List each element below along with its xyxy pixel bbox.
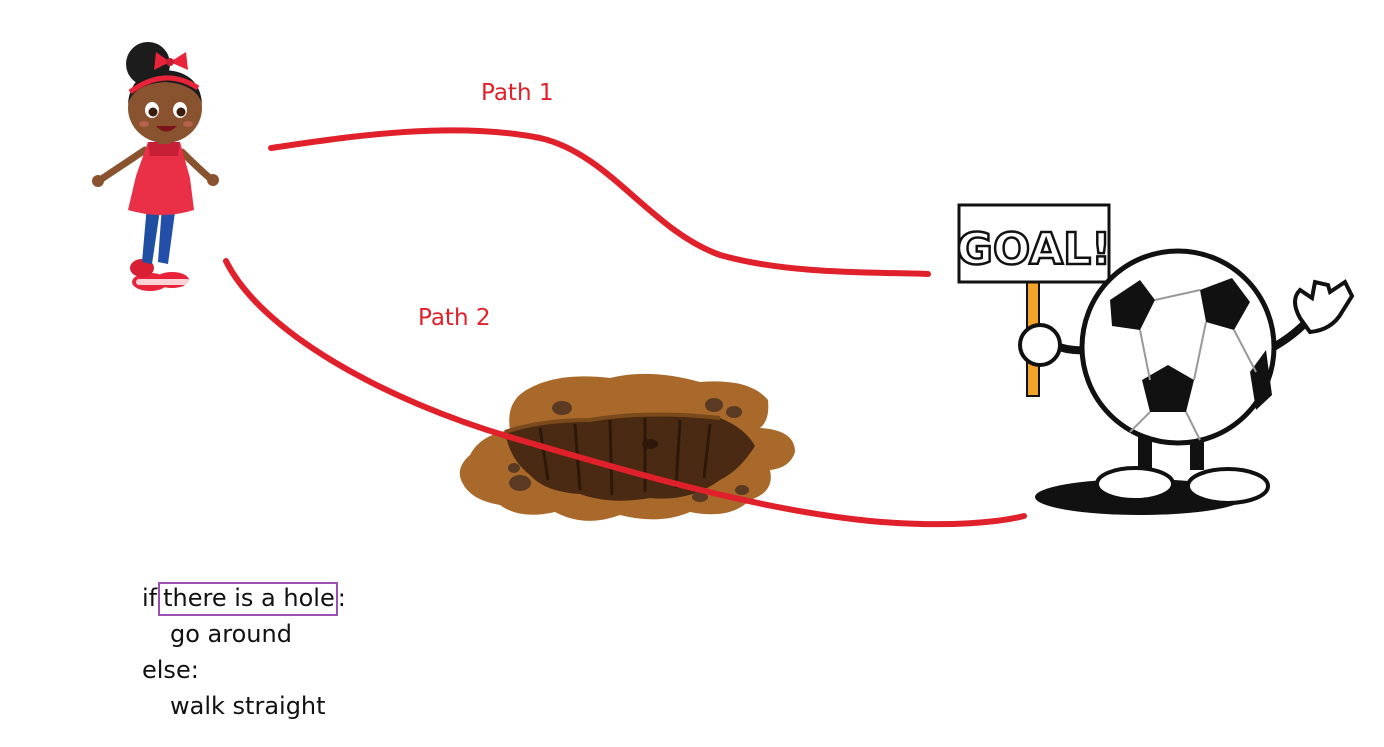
goal-sign-text: GOAL! bbox=[957, 224, 1112, 275]
path-1-line bbox=[268, 127, 931, 277]
path-1-label: Path 1 bbox=[481, 80, 554, 106]
condition-highlight: there is a hole bbox=[158, 582, 338, 616]
code-line-else-action: walk straight bbox=[170, 692, 326, 720]
dirt-hole-icon bbox=[459, 373, 795, 521]
code-line-then: go around bbox=[170, 620, 292, 648]
if-keyword: if bbox=[142, 584, 158, 612]
soccer-ball-goal-mascot-icon: GOAL! bbox=[956, 203, 1355, 515]
path-2-label: Path 2 bbox=[418, 305, 491, 331]
path-2-line bbox=[223, 258, 1027, 528]
code-line-else: else: bbox=[142, 656, 199, 684]
if-colon: : bbox=[337, 584, 346, 612]
girl-character-icon bbox=[92, 42, 219, 291]
